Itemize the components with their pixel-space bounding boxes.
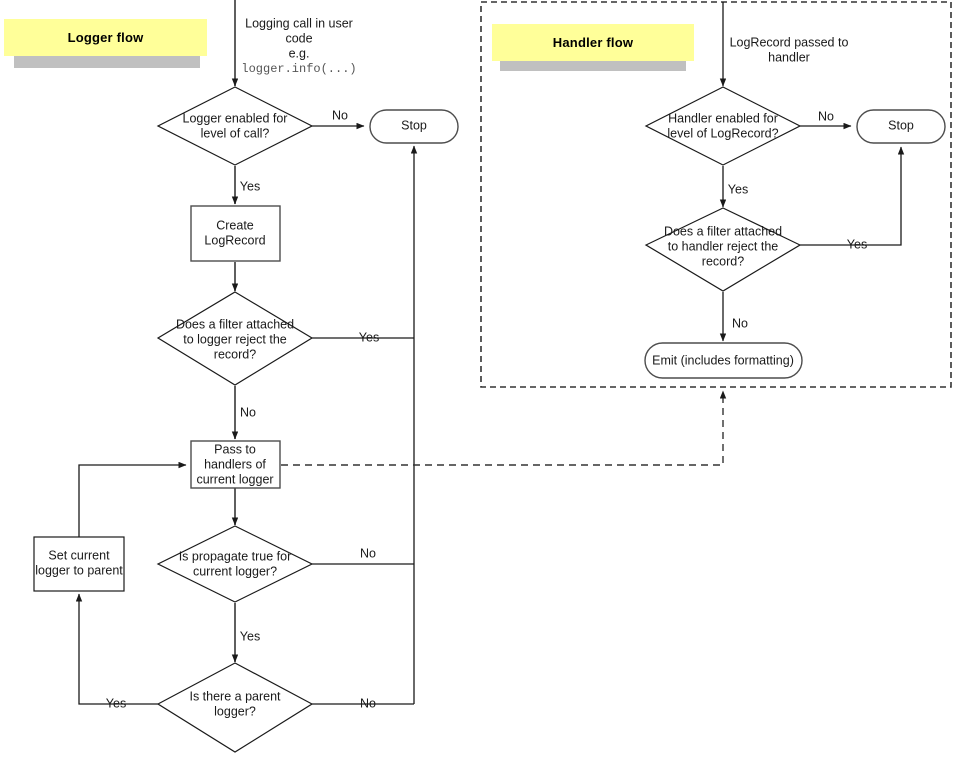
logger-entry-line3: e.g. (289, 46, 310, 60)
handler-flow-container (480, 1, 952, 388)
edge-label-logger-filter-yes: Yes (359, 330, 379, 344)
node-logger-filter-line2: to logger reject the (183, 332, 287, 346)
edge-set-parent-to-pass (78, 461, 187, 537)
edge-parent-yes (75, 593, 158, 705)
node-handler-stop-label: Stop (888, 118, 914, 132)
node-set-current-logger-to-parent (33, 536, 125, 592)
handler-flow-banner: Handler flow (492, 24, 694, 61)
node-logger-enabled-line1: Logger enabled for (183, 111, 288, 125)
node-handler-enabled-line2: level of LogRecord? (667, 126, 778, 140)
edge-label-parent-yes: Yes (106, 696, 126, 710)
node-logger-stop-label: Stop (401, 118, 427, 132)
edge-label-propagate-no: No (360, 546, 376, 560)
edge-label-parent-no: No (360, 696, 376, 710)
node-handler-filter-line1: Does a filter attached (664, 224, 782, 238)
edge-pass-to-handler-flow (281, 390, 727, 466)
handler-entry-line2: handler (768, 50, 810, 64)
node-logger-filter (156, 291, 314, 386)
node-logger-enabled (156, 86, 314, 166)
edge-label-handler-enabled-yes: Yes (728, 182, 748, 196)
edge-label-logger-enabled-yes: Yes (240, 179, 260, 193)
node-parent-exists-line1: Is there a parent (189, 689, 281, 703)
edge-label-handler-filter-no: No (732, 316, 748, 330)
edge-label-handler-enabled-no: No (818, 109, 834, 123)
node-set-parent-line1: Set current (48, 548, 110, 562)
node-set-parent-line2: logger to parent (35, 563, 123, 577)
node-emit-label: Emit (includes formatting) (652, 353, 794, 367)
node-pass-to-handlers-line3: current logger (196, 472, 273, 486)
node-is-propagate-line2: current logger? (193, 564, 277, 578)
node-parent-exists-line2: logger? (214, 704, 256, 718)
node-create-logrecord-line1: Create (216, 218, 254, 232)
handler-flow-banner-label: Handler flow (552, 35, 634, 50)
node-handler-filter-line3: record? (702, 254, 744, 268)
edge-label-logger-enabled-no: No (332, 108, 348, 122)
edge-label-logger-filter-no: No (240, 405, 256, 419)
node-pass-to-handlers-line1: Pass to (214, 442, 256, 456)
node-logger-filter-line1: Does a filter attached (176, 317, 294, 331)
edge-label-propagate-yes: Yes (240, 629, 260, 643)
node-pass-to-handlers (190, 440, 281, 489)
node-handler-enabled-line1: Handler enabled for (668, 111, 778, 125)
logger-flow-banner: Logger flow (4, 19, 207, 56)
node-handler-stop (856, 109, 946, 144)
node-handler-filter (644, 207, 802, 292)
node-handler-filter-line2: to handler reject the (668, 239, 779, 253)
node-logger-filter-line3: record? (214, 347, 256, 361)
node-handler-enabled (644, 86, 802, 166)
node-logger-enabled-line2: level of call? (201, 126, 270, 140)
logger-flow-banner-label: Logger flow (67, 30, 144, 45)
node-create-logrecord (190, 205, 281, 262)
node-is-propagate (156, 525, 314, 603)
node-parent-exists (156, 662, 314, 753)
logger-entry-line2: code (285, 31, 312, 45)
handler-entry-line1: LogRecord passed to (730, 35, 849, 49)
edge-handler-filter-yes (800, 146, 905, 246)
node-logger-stop (369, 109, 459, 144)
node-create-logrecord-line2: LogRecord (204, 233, 265, 247)
node-is-propagate-line1: Is propagate true for (179, 549, 292, 563)
logger-entry-code: logger.info(...) (241, 62, 356, 76)
node-pass-to-handlers-line2: handlers of (204, 457, 266, 471)
logger-entry-line1: Logging call in user (245, 16, 353, 30)
edge-label-handler-filter-yes: Yes (847, 237, 867, 251)
node-emit (644, 342, 803, 379)
